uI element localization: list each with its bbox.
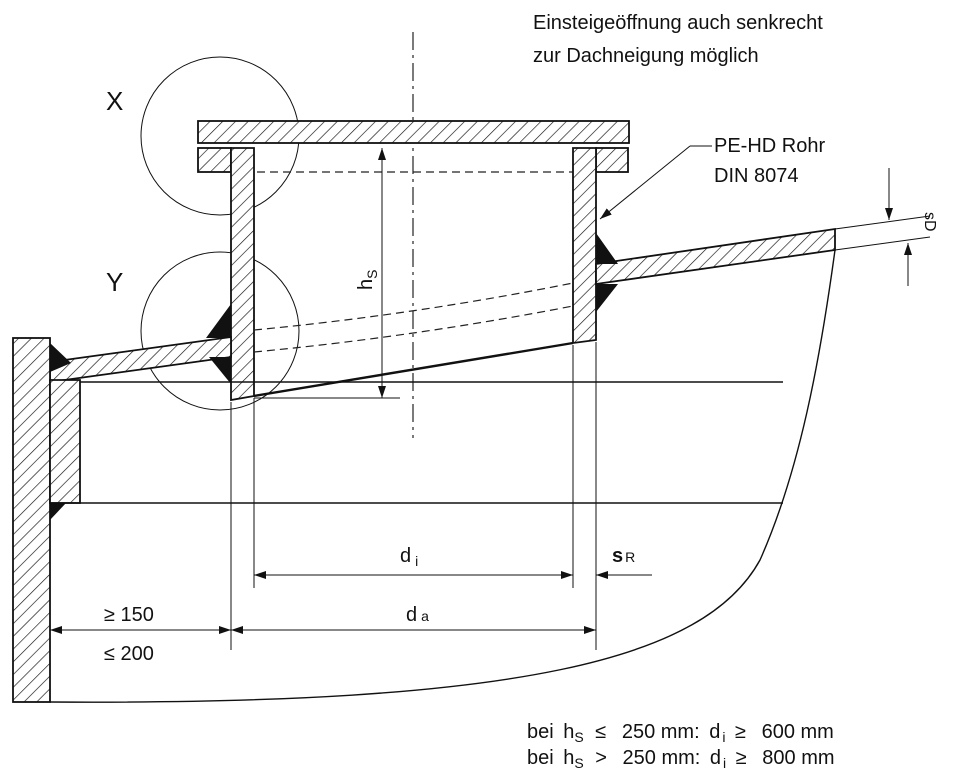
note-line-2: zur Dachneigung möglich [533, 45, 759, 67]
svg-text:hS: hS [355, 270, 380, 290]
pipe-label-line-2: DIN 8074 [714, 165, 799, 187]
weld-right-top [596, 233, 618, 264]
pipe-leader-diagonal [599, 145, 691, 220]
roof-hidden-line-2 [253, 305, 574, 353]
pipe-bottom-edge [253, 341, 574, 398]
detail-label-x: X [106, 86, 123, 116]
sd-ext-top [834, 215, 931, 230]
hs-label: hS [355, 270, 380, 290]
vertical-wall [12, 337, 51, 703]
flange-ring-right [595, 147, 629, 173]
roof-hidden-line-1 [253, 282, 574, 331]
pipe-wall-left [230, 147, 255, 402]
pipe-wall-right [572, 147, 597, 345]
wall-bracket [49, 379, 81, 504]
sd-ext-bottom [834, 236, 931, 251]
roof-slab-right [595, 227, 836, 286]
gap-max-label: ≤ 200 [104, 643, 154, 665]
pipe-label-line-1: PE-HD Rohr [714, 135, 825, 157]
detail-circle-y [140, 251, 300, 411]
weld-left-top [206, 304, 231, 338]
detail-label-y: Y [106, 267, 123, 297]
svg-text:sD: sD [921, 212, 938, 232]
weld-right-bottom [596, 284, 618, 312]
cover-plate [197, 120, 630, 144]
weld-wall-bottom [50, 503, 66, 520]
flange-ring-left [197, 147, 232, 173]
note-line-1: Einsteigeöffnung auch senkrecht [533, 12, 823, 34]
weld-wall-top [50, 343, 71, 372]
roof-slab-left [49, 335, 232, 384]
outer-contour [49, 249, 836, 703]
weld-left-bottom [209, 357, 231, 384]
gap-min-label: ≥ 150 [104, 604, 154, 626]
sd-label: sD [921, 212, 938, 232]
